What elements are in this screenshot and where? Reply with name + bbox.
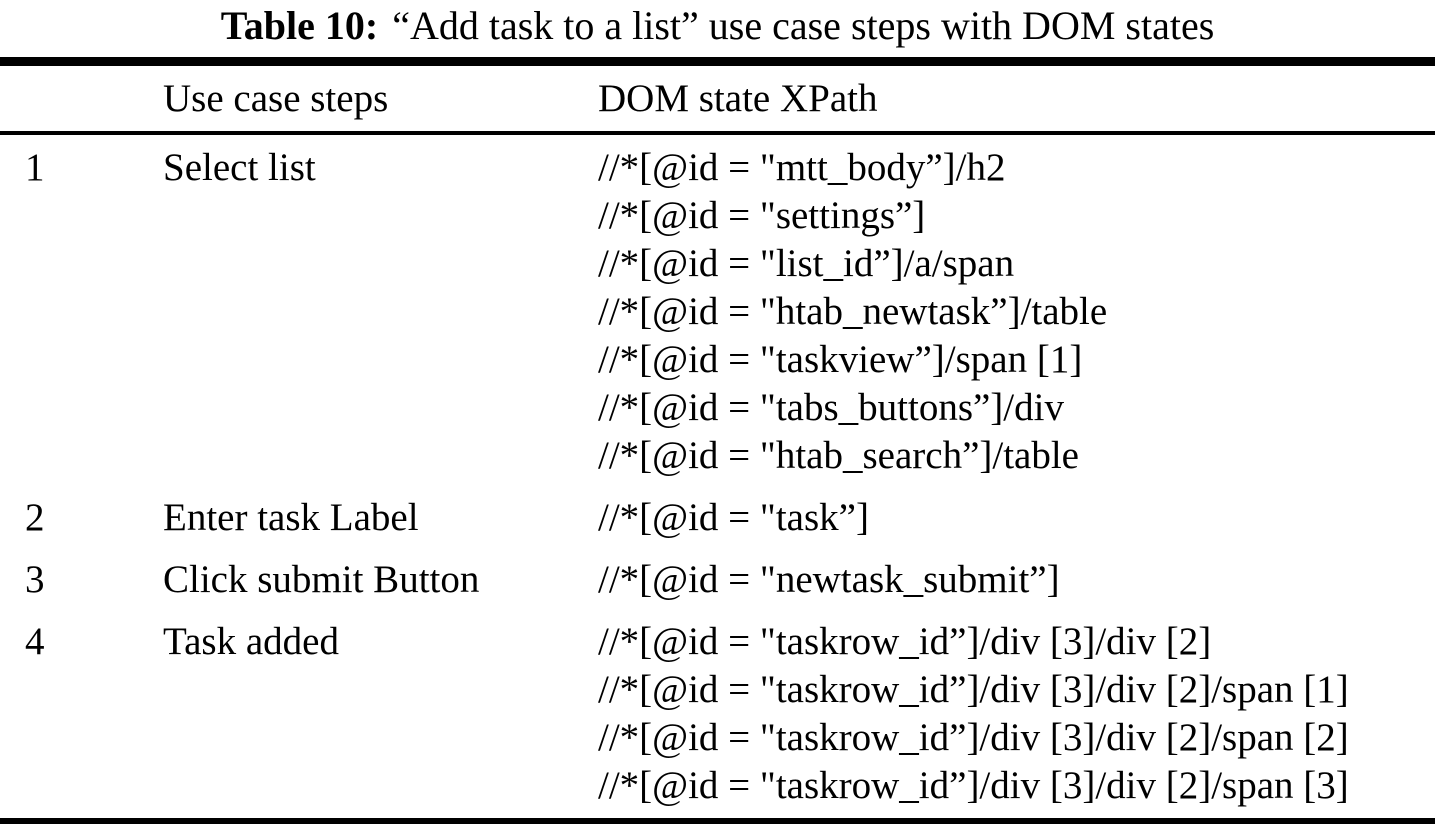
xpath-line: //*[@id = "list_id”]/a/span bbox=[598, 242, 1015, 285]
table-header-row: Use case steps DOM state XPath bbox=[0, 66, 1435, 131]
xpath-line: //*[@id = "mtt_body”]/h2 bbox=[598, 146, 1006, 189]
xpath-line: //*[@id = "settings”] bbox=[598, 194, 926, 237]
xpath-list: //*[@id = "mtt_body”]/h2 //*[@id = "setti… bbox=[598, 144, 1435, 480]
xpath-line: //*[@id = "newtask_submit”] bbox=[598, 558, 1060, 601]
xpath-line: //*[@id = "taskrow_id”]/div [3]/div [2]/… bbox=[598, 716, 1349, 759]
table-header-rule bbox=[0, 131, 1435, 135]
step-label: Enter task Label bbox=[163, 496, 419, 539]
xpath-line: //*[@id = "taskrow_id”]/div [3]/div [2]/… bbox=[598, 668, 1349, 711]
table-row: 4 Task added //*[@id = "taskrow_id”]/div [… bbox=[0, 618, 1435, 810]
column-header-dom-state-xpath: DOM state XPath bbox=[598, 76, 878, 120]
xpath-line: //*[@id = "taskview”]/span [1] bbox=[598, 338, 1083, 381]
table-top-rule bbox=[0, 57, 1435, 66]
table-bottom-rule bbox=[0, 818, 1435, 824]
column-header-use-case-steps: Use case steps bbox=[163, 76, 389, 120]
table-row: 2 Enter task Label //*[@id = "task”] bbox=[0, 494, 1435, 542]
step-number: 3 bbox=[25, 558, 45, 601]
xpath-line: //*[@id = "taskrow_id”]/div [3]/div [2] bbox=[598, 620, 1212, 663]
table-row: 3 Click submit Button //*[@id = "newtask_s… bbox=[0, 556, 1435, 604]
step-label: Click submit Button bbox=[163, 558, 480, 601]
xpath-list: //*[@id = "newtask_submit”] bbox=[598, 556, 1435, 604]
xpath-line: //*[@id = "taskrow_id”]/div [3]/div [2]/… bbox=[598, 764, 1349, 807]
xpath-line: //*[@id = "htab_search”]/table bbox=[598, 434, 1079, 477]
step-label: Task added bbox=[163, 620, 339, 663]
xpath-line: //*[@id = "tabs_buttons”]/div bbox=[598, 386, 1064, 429]
step-label: Select list bbox=[163, 146, 316, 189]
xpath-line: //*[@id = "task”] bbox=[598, 496, 869, 539]
table-caption-text: “Add task to a list” use case steps with… bbox=[392, 3, 1215, 48]
table-caption-label: Table 10: bbox=[220, 3, 379, 48]
step-number: 2 bbox=[25, 496, 45, 539]
xpath-line: //*[@id = "htab_newtask”]/table bbox=[598, 290, 1108, 333]
xpath-list: //*[@id = "taskrow_id”]/div [3]/div [2]/… bbox=[598, 618, 1435, 810]
step-number: 1 bbox=[25, 146, 45, 189]
xpath-list: //*[@id = "task”] bbox=[598, 494, 1435, 542]
step-number: 4 bbox=[25, 620, 45, 663]
table-caption: Table 10: “Add task to a list” use case … bbox=[0, 0, 1435, 57]
